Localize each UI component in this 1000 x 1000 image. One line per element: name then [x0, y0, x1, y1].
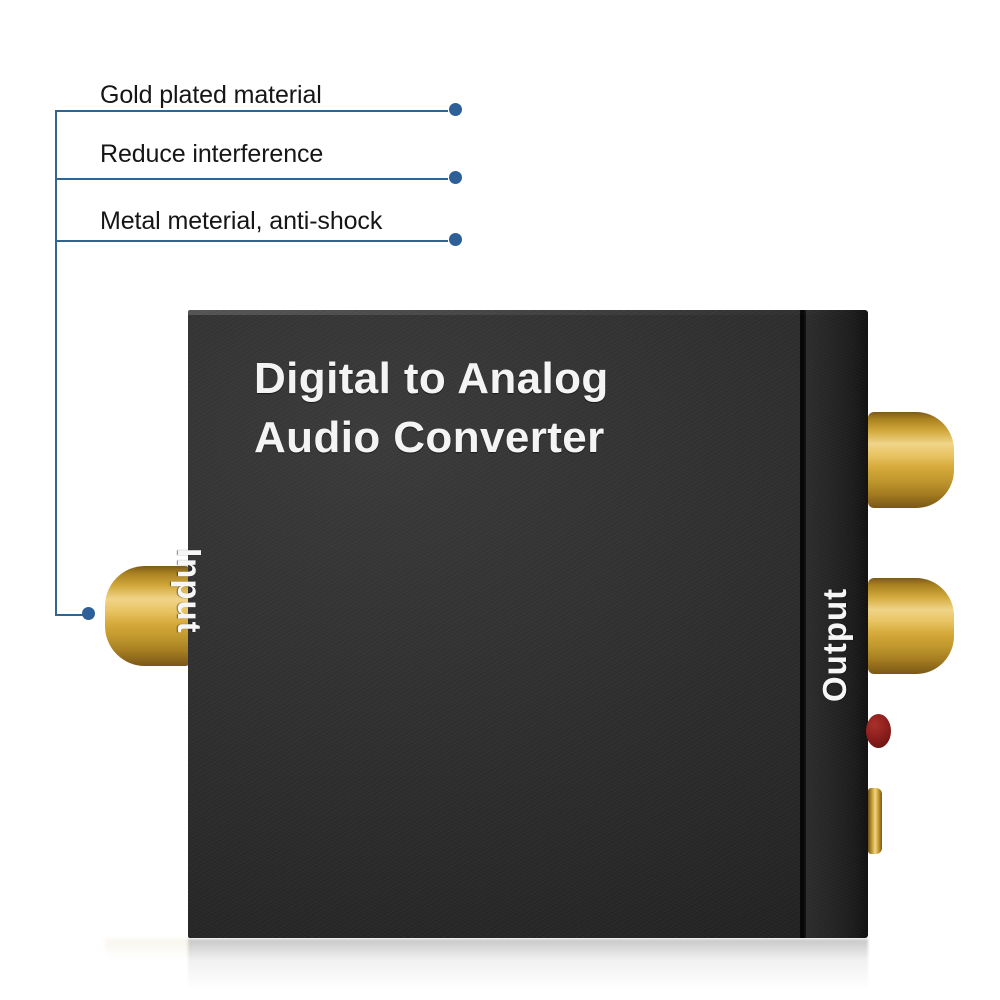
rear-gold-connector-small — [868, 788, 882, 854]
callout-label-gold-plated-material: Gold plated material — [100, 81, 322, 109]
output-rca-connector-gold-bottom — [868, 578, 954, 674]
callout-dot-3[interactable] — [449, 233, 462, 246]
device-top-edge-highlight — [188, 310, 868, 315]
callout-dot-4[interactable] — [82, 607, 95, 620]
callout-vertical-spine — [55, 110, 57, 614]
brand-line-1: Digital to Analog — [254, 354, 609, 403]
device-input-label: Input — [171, 548, 208, 634]
device-surface-reflection — [188, 939, 868, 997]
device-right-end-panel — [806, 310, 868, 938]
callout-dot-1[interactable] — [449, 103, 462, 116]
rear-red-rca-jack — [866, 714, 891, 748]
callout-line-1 — [55, 110, 448, 112]
audio-converter-device: Digital to Analog Audio Converter Input … — [171, 310, 868, 938]
device-panel-seam — [800, 310, 806, 938]
callout-label-reduce-interference: Reduce interference — [100, 140, 324, 168]
callout-line-2 — [55, 178, 448, 180]
brand-line-2: Audio Converter — [254, 412, 605, 462]
callout-line-3 — [55, 240, 448, 242]
callout-line-4 — [55, 614, 88, 616]
device-output-label: Output — [816, 587, 853, 702]
output-rca-connector-gold-top — [868, 412, 954, 508]
device-brand-text: Digital to Analog Audio Converter — [254, 350, 609, 467]
callout-dot-2[interactable] — [449, 171, 462, 184]
input-rca-connector-gold — [105, 566, 191, 666]
input-connector-reflection — [105, 939, 190, 959]
device-front-face — [188, 310, 800, 938]
callout-label-metal-material-anti-shock: Metal meterial, anti-shock — [100, 207, 383, 235]
